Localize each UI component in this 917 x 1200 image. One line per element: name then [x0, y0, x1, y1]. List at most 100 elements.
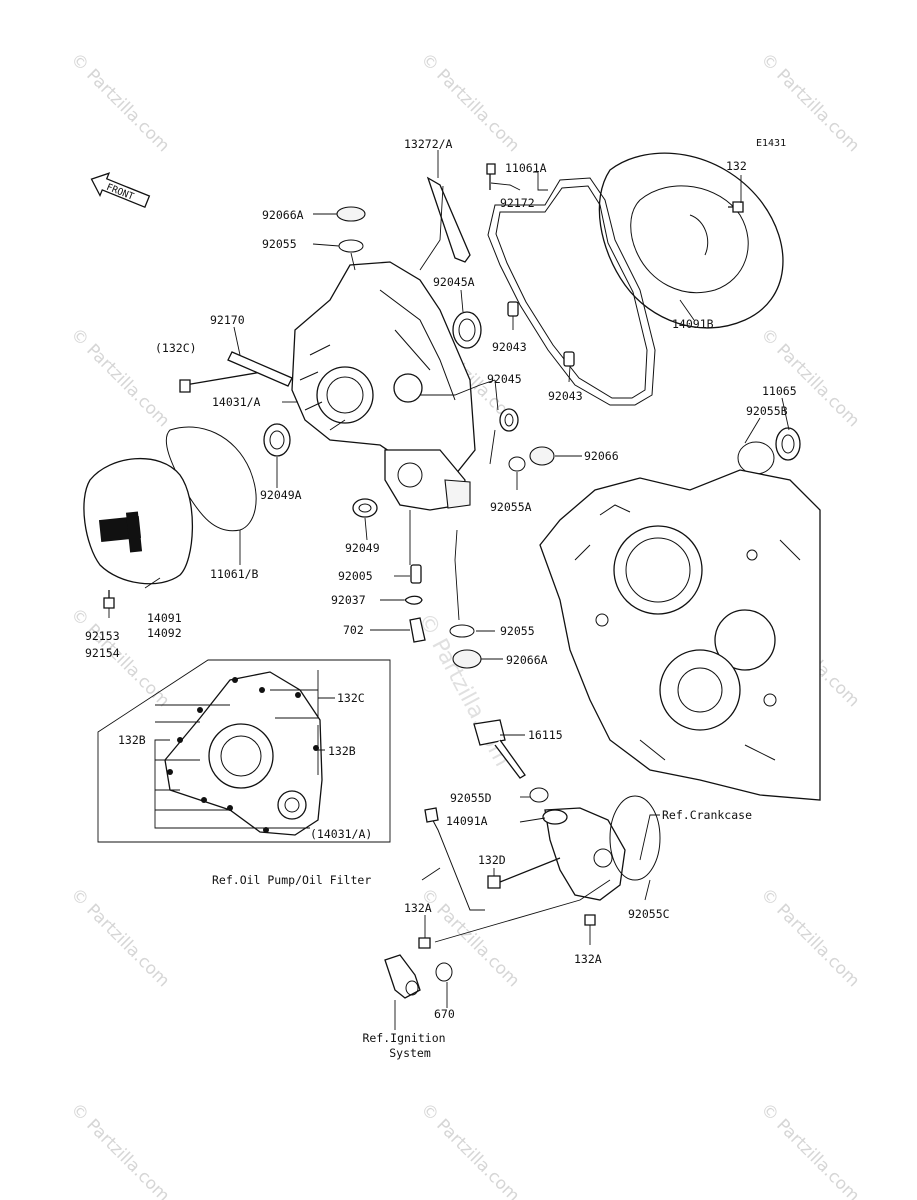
label-14091b: 14091B: [672, 317, 714, 331]
plug-92066: [529, 446, 555, 466]
bolt-132a-left: [418, 937, 431, 949]
o-ring-92055c: [609, 795, 661, 881]
watermark: © Partzilla.com: [66, 49, 173, 156]
front-arrow: FRONT: [90, 172, 151, 209]
label-92066: 92066: [584, 449, 619, 463]
label-132: 132: [726, 159, 747, 173]
label-92049a: 92049A: [260, 488, 302, 502]
bolt-132a-right: [584, 914, 596, 926]
o-ring-92055: [338, 239, 364, 253]
bearing-92045: [499, 408, 519, 432]
strap-92170: [227, 351, 293, 387]
label-92043-b: 92043: [548, 389, 583, 403]
label-92154: 92154: [85, 646, 120, 660]
o-ring-92055b: [737, 441, 775, 475]
pump-cover-14091a: [542, 807, 626, 901]
label-14092: 14092: [147, 626, 182, 640]
label-702: 702: [343, 623, 364, 637]
plug-92066a: [336, 206, 366, 222]
label-92049: 92049: [345, 541, 380, 555]
dowel-92043: [507, 301, 519, 317]
label-92045a: 92045A: [433, 275, 475, 289]
label-92066a-mid: 92066A: [506, 653, 548, 667]
main-cover-14031a: [291, 261, 476, 511]
oil-seal-92049a: [263, 423, 291, 457]
oil-pipe: [429, 814, 485, 911]
outer-cover-plate: [598, 152, 784, 329]
watermark: © Partzilla.com: [66, 884, 173, 991]
fitting-92005: [410, 564, 422, 584]
watermark: © Partzilla.com: [416, 884, 523, 991]
crankcase: [539, 469, 821, 801]
label-92170: 92170: [210, 313, 245, 327]
watermark: © Partzilla.com: [66, 1099, 173, 1200]
bolt-92170: [184, 371, 263, 386]
o-ring-92055d: [529, 787, 549, 803]
part-labels: 13272/A 11061A 92172 132 92066A 92055 92…: [85, 137, 797, 1060]
label-14031a: 14031/A: [212, 395, 261, 409]
pipe-fitting: [424, 807, 439, 823]
label-14091a: 14091A: [446, 814, 488, 828]
label-11061b: 11061/B: [210, 567, 259, 581]
label-ref-ignition: Ref.Ignition: [362, 1031, 445, 1045]
clamp-92037: [404, 595, 423, 605]
leader-lines: [108, 150, 790, 1030]
label-132c-paren: (132C): [155, 341, 197, 355]
label-92172: 92172: [500, 196, 535, 210]
cover-14091: [83, 457, 194, 585]
label-92055-top: 92055: [262, 237, 297, 251]
watermark: © Partzilla.com: [756, 884, 863, 991]
bolt-132: [728, 201, 744, 213]
label-16115: 16115: [528, 728, 563, 742]
label-132d: 132D: [478, 853, 506, 867]
label-92055b: 92055B: [746, 404, 788, 418]
label-92055c: 92055C: [628, 907, 670, 921]
label-132b-left: 132B: [118, 733, 146, 747]
watermark: © Partzilla.com: [756, 1099, 863, 1200]
bolt-132c: [179, 379, 191, 393]
hose-702: [409, 617, 426, 643]
label-92055a: 92055A: [490, 500, 532, 514]
label-11061a: 11061A: [505, 161, 547, 175]
label-132a-left: 132A: [404, 901, 432, 915]
bolt-132d: [487, 857, 561, 889]
label-92153: 92153: [85, 629, 120, 643]
parts: [83, 152, 821, 999]
dowel-92043: [563, 351, 575, 367]
label-92055d: 92055D: [450, 791, 492, 805]
label-11065: 11065: [762, 384, 797, 398]
label-14031a-paren: (14031/A): [310, 827, 372, 841]
label-670: 670: [434, 1007, 455, 1021]
label-92055-mid: 92055: [500, 624, 535, 638]
label-92005: 92005: [338, 569, 373, 583]
label-92066a-top: 92066A: [262, 208, 304, 222]
label-92045: 92045: [487, 372, 522, 386]
label-92043-a: 92043: [492, 340, 527, 354]
diagram-code: E1431: [756, 138, 786, 149]
label-92037: 92037: [331, 593, 366, 607]
ignition-sensor: [384, 954, 421, 999]
label-14091: 14091: [147, 611, 182, 625]
inset-detail-box: [97, 659, 391, 843]
label-ref-ignition-system: System: [389, 1046, 431, 1060]
oil-seal-11065: [775, 427, 801, 461]
bracket-13272a: [426, 176, 471, 263]
o-ring-92055a: [508, 456, 526, 472]
bearing-92045a: [452, 311, 482, 349]
plug-92066a-mid: [452, 649, 482, 669]
oil-seal-92049: [352, 498, 378, 518]
dipstick-16115: [473, 719, 526, 779]
o-ring-92055-mid: [449, 624, 475, 638]
label-ref-oil-pump: Ref.Oil Pump/Oil Filter: [212, 873, 371, 887]
bolt-92153: [103, 590, 115, 609]
gasket-11061a: [487, 177, 656, 406]
label-132b-right: 132B: [328, 744, 356, 758]
label-ref-crankcase: Ref.Crankcase: [662, 808, 752, 822]
label-132c: 132C: [337, 691, 365, 705]
o-ring-670: [435, 962, 453, 982]
label-132a-right: 132A: [574, 952, 602, 966]
watermark: © Partzilla.com: [416, 1099, 523, 1200]
label-13272a: 13272/A: [404, 137, 453, 151]
bolt-92172: [486, 163, 496, 190]
